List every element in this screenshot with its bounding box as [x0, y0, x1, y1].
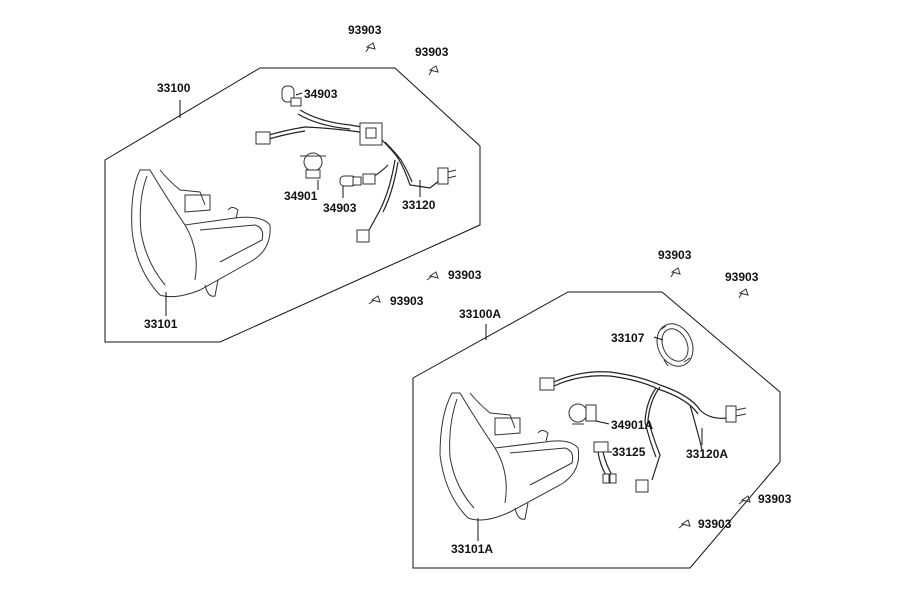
- label-93903-a1: 93903: [348, 23, 382, 37]
- label-33101: 33101: [144, 317, 178, 331]
- screw-93903-b1: [670, 267, 681, 278]
- label-34901: 34901: [284, 189, 318, 203]
- label-33100A: 33100A: [459, 307, 501, 321]
- label-33125: 33125: [612, 445, 646, 459]
- label-34901A: 34901A: [611, 418, 653, 432]
- label-33120: 33120: [402, 198, 436, 212]
- wiring-harness-33120A: [539, 371, 747, 493]
- label-93903-a4: 93903: [390, 294, 424, 308]
- label-34903-mid: 34903: [323, 201, 357, 215]
- label-93903-b4: 93903: [698, 517, 732, 531]
- label-33101A: 33101A: [451, 542, 493, 556]
- connector-33125: [593, 441, 617, 484]
- bulb-ring-33107: [656, 323, 694, 367]
- screw-93903-a1: [365, 42, 376, 53]
- assembly-outline-33100: [104, 67, 481, 343]
- bulb-34903-mid: [339, 175, 362, 187]
- label-33100: 33100: [157, 81, 191, 95]
- screw-93903-a4: [368, 295, 381, 305]
- label-93903-a3: 93903: [448, 268, 482, 282]
- label-93903-b2: 93903: [725, 270, 759, 284]
- label-93903-b3: 93903: [758, 492, 792, 506]
- bulb-34903-top: [281, 85, 302, 107]
- screw-93903-b4: [678, 519, 691, 529]
- bulb-34901: [300, 152, 326, 179]
- screw-93903-a3: [426, 271, 439, 281]
- screw-93903-b2: [738, 288, 749, 299]
- label-34903-top: 34903: [304, 87, 338, 101]
- label-33107: 33107: [611, 331, 645, 345]
- label-33120A: 33120A: [686, 447, 728, 461]
- headlight-lens-33101: [131, 169, 271, 298]
- label-93903-b1: 93903: [658, 248, 692, 262]
- label-93903-a2: 93903: [415, 45, 449, 59]
- headlight-lens-33101A: [439, 392, 580, 521]
- screw-93903-a2: [428, 65, 439, 76]
- screw-93903-b3: [738, 495, 751, 505]
- bulb-34901A: [568, 403, 597, 425]
- assembly-outline-33100A: [412, 291, 781, 569]
- wiring-harness-33120: [255, 109, 457, 243]
